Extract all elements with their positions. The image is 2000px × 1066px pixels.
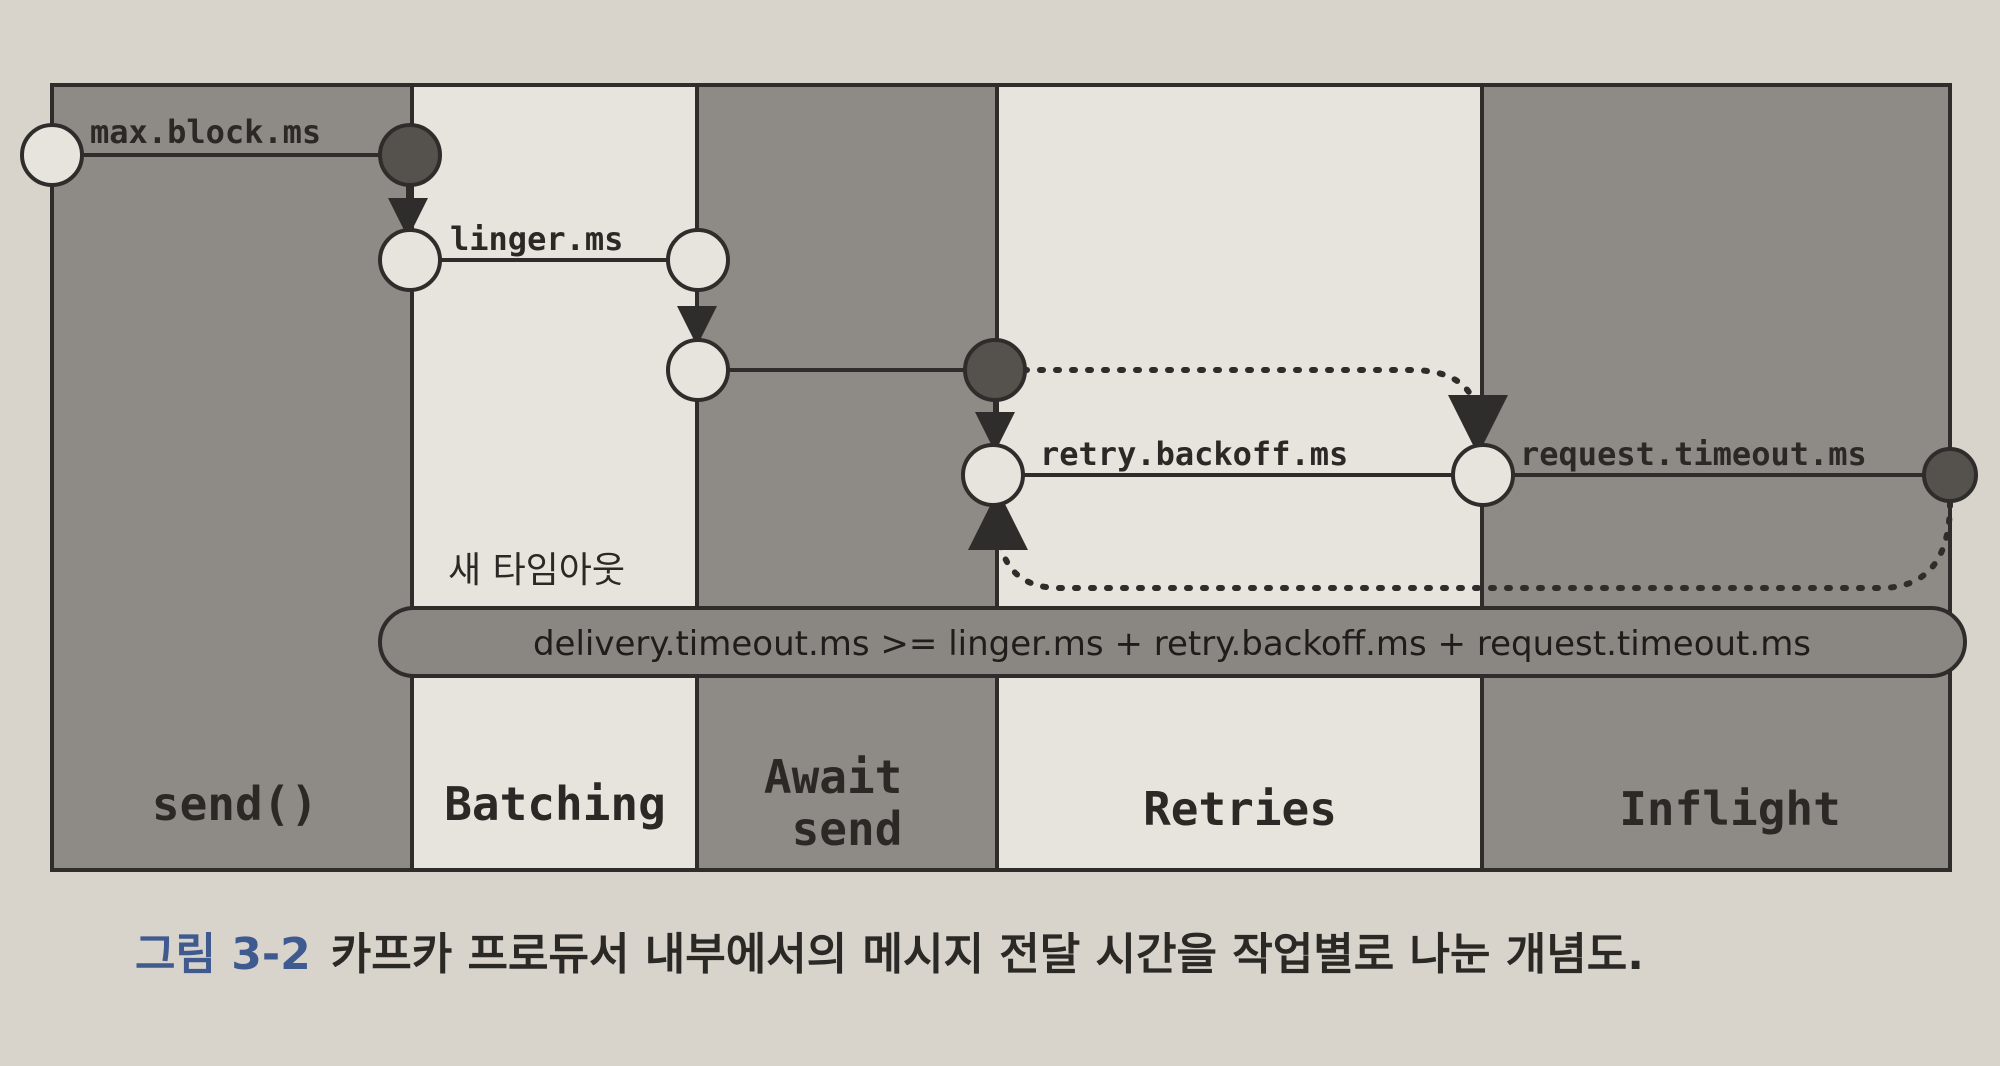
phase-column-batching bbox=[412, 85, 697, 870]
phase-label-inflight: Inflight bbox=[1619, 782, 1841, 836]
phase-label-await-send: Await send bbox=[764, 750, 930, 856]
batching-start-node bbox=[378, 228, 442, 292]
retry-dotted-path bbox=[1021, 367, 1508, 455]
linger-label: linger.ms bbox=[450, 220, 623, 258]
await-send-start-node bbox=[666, 338, 730, 402]
max-block-end-node bbox=[378, 123, 442, 187]
retry-start-node bbox=[961, 443, 1025, 507]
phase-label-retries: Retries bbox=[1143, 782, 1337, 836]
delivery-timeout-formula: delivery.timeout.ms >= linger.ms + retry… bbox=[533, 624, 1811, 664]
send-failure-node bbox=[963, 338, 1027, 402]
caption-text: 카프카 프로듀서 내부에서의 메시지 전달 시간을 작업별로 나눈 개념도. bbox=[330, 929, 1644, 980]
figure-caption: 그림 3-2 카프카 프로듀서 내부에서의 메시지 전달 시간을 작업별로 나눈 … bbox=[135, 918, 1644, 982]
new-timeout-label: 새 타임아웃 bbox=[448, 550, 625, 591]
phase-column-await-send bbox=[697, 85, 997, 870]
formula-bar bbox=[378, 606, 1967, 678]
phase-column-send bbox=[52, 85, 412, 870]
phase-label-send: send() bbox=[152, 777, 318, 831]
inflight-start-node bbox=[1451, 443, 1515, 507]
phase-column-inflight bbox=[1482, 85, 1950, 870]
linger-end-node bbox=[666, 228, 730, 292]
max-block-label: max.block.ms bbox=[90, 113, 321, 151]
send-start-node bbox=[20, 123, 84, 187]
retry-backoff-label: retry.backoff.ms bbox=[1040, 435, 1348, 473]
request-timeout-label: request.timeout.ms bbox=[1520, 435, 1867, 473]
request-timeout-end-node bbox=[1922, 447, 1978, 503]
new-timeout-dotted-path bbox=[968, 490, 1953, 591]
figure-number: 그림 3-2 bbox=[135, 929, 311, 980]
phase-column-retries bbox=[997, 85, 1482, 870]
phase-label-batching: Batching bbox=[444, 777, 666, 831]
